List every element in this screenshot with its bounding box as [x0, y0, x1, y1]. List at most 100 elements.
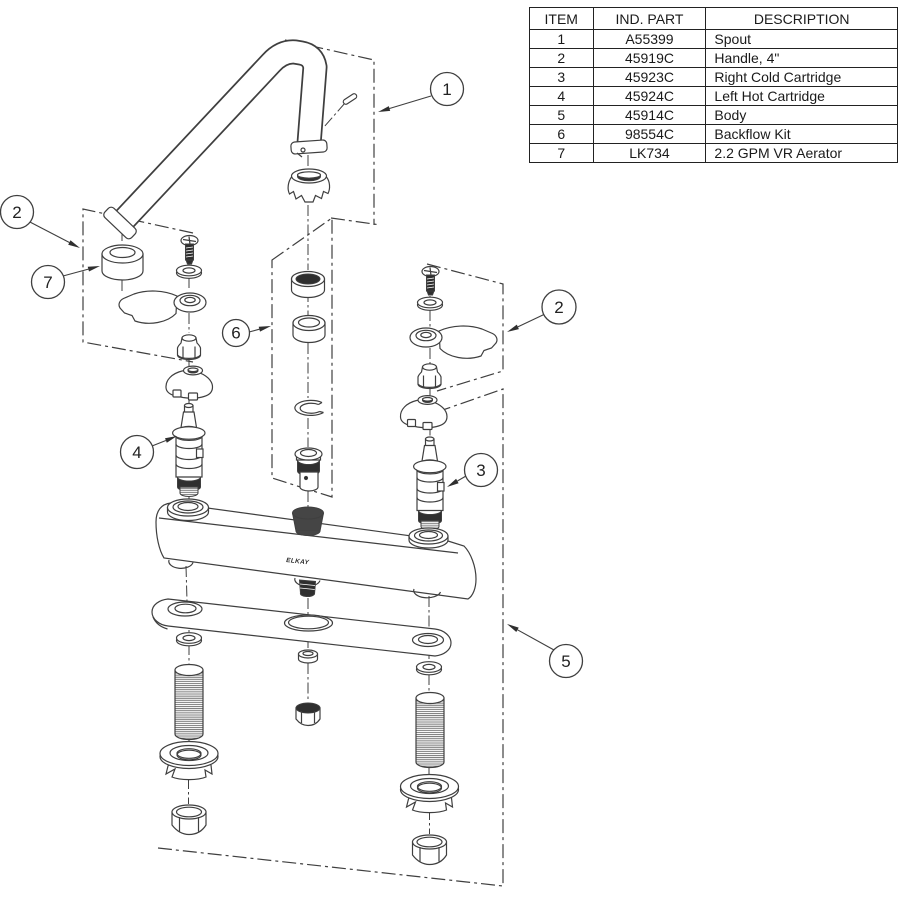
svg-text:6: 6 — [231, 324, 240, 343]
callout-1-spout: 1 — [378, 71, 465, 112]
svg-text:5: 5 — [561, 652, 570, 671]
right-bonnet-nut — [417, 363, 442, 390]
svg-text:2: 2 — [554, 298, 563, 317]
centerline-spout-pin — [323, 102, 346, 128]
svg-text:2: 2 — [12, 203, 21, 222]
callout-2-right-handle: 2 — [507, 289, 577, 332]
cell-item: 3 — [529, 67, 594, 87]
callout-4-left-hot-cartridge: 4 — [119, 434, 177, 470]
elkay-brand-label: ELKAY — [286, 557, 310, 566]
body-bottom-boss-right — [413, 588, 442, 599]
left-handle-washer — [175, 264, 203, 279]
body-center-bottom-shank — [294, 577, 321, 598]
boundary-box-right-handle — [426, 263, 504, 392]
callout-7-aerator: 7 — [30, 264, 100, 300]
parts-list-table: ITEM IND. PART DESCRIPTION 1 A55399 Spou… — [529, 7, 898, 163]
cell-part: 98554C — [592, 124, 707, 144]
spout-outlet-collar — [290, 139, 328, 155]
header-description: DESCRIPTION — [705, 7, 898, 30]
svg-text:7: 7 — [43, 273, 52, 292]
backflow-washer-ring — [292, 314, 326, 344]
svg-text:3: 3 — [476, 461, 485, 480]
callouts: 1 2 7 6 2 3 — [0, 71, 584, 679]
cell-description: Body — [705, 105, 898, 125]
table-header-row: ITEM IND. PART DESCRIPTION — [529, 7, 898, 30]
boundary-box-spout-bottom — [330, 217, 378, 226]
boundary-box-left-handle — [82, 208, 194, 363]
callout-3-right-cold-cartridge: 3 — [447, 452, 499, 488]
right-flange-locknut — [399, 773, 460, 814]
cell-item: 6 — [529, 124, 594, 144]
backflow-kit — [290, 270, 326, 492]
backflow-check-valve — [294, 447, 323, 492]
left-supply-shank — [174, 663, 204, 741]
table-row: 1 A55399 Spout — [529, 29, 898, 49]
spout — [103, 39, 358, 240]
backflow-snap-ring — [294, 399, 324, 416]
svg-text:4: 4 — [132, 443, 141, 462]
table-row: 4 45924C Left Hot Cartridge — [529, 86, 898, 106]
header-ind-part: IND. PART — [592, 7, 707, 30]
right-supply-shank — [415, 691, 445, 769]
callout-6-backflow-kit: 6 — [221, 318, 271, 348]
right-dome-escutcheon — [399, 395, 448, 431]
aerator — [101, 244, 144, 281]
right-shank-washer — [415, 661, 443, 676]
left-dome-escutcheon — [165, 365, 214, 401]
spout-pin — [342, 93, 358, 105]
left-shank-washer — [175, 632, 203, 647]
table-row: 2 45919C Handle, 4" — [529, 48, 898, 68]
assembly-centerlines — [121, 102, 431, 834]
left-handle-screw — [180, 234, 199, 265]
left-lever-handle — [118, 290, 207, 324]
left-hot-cartridge — [172, 402, 206, 498]
left-mounting-nut — [171, 804, 207, 836]
table-row: 6 98554C Backflow Kit — [529, 124, 898, 144]
body-left-hub — [166, 498, 210, 522]
cell-description: Right Cold Cartridge — [705, 67, 898, 87]
cell-description: Backflow Kit — [705, 124, 898, 144]
cell-part: LK734 — [592, 143, 707, 163]
callout-2-left-handle: 2 — [0, 194, 80, 248]
right-handle-washer — [416, 296, 444, 311]
cell-part: 45919C — [592, 48, 707, 68]
cell-item: 1 — [529, 29, 594, 49]
body-bottom-boss-left — [168, 559, 194, 569]
cell-part: A55399 — [592, 29, 707, 49]
right-lever-handle — [409, 325, 498, 359]
deck-plate-hole-left — [167, 601, 203, 617]
boundary-box-body — [157, 388, 504, 887]
cell-part: 45924C — [592, 86, 707, 106]
spout-nut — [287, 168, 331, 203]
cell-description: Spout — [705, 29, 898, 49]
cell-item: 7 — [529, 143, 594, 163]
cell-part: 45914C — [592, 105, 707, 125]
deck-plate — [151, 598, 452, 657]
table-row: 7 LK734 2.2 GPM VR Aerator — [529, 143, 898, 163]
center-hex-nut — [295, 702, 321, 727]
left-flange-locknut — [159, 740, 219, 781]
center-spacer-ring — [297, 649, 319, 664]
cell-description: Left Hot Cartridge — [705, 86, 898, 106]
cell-description: Handle, 4" — [705, 48, 898, 68]
spout-inlet-collar — [103, 206, 137, 240]
deck-plate-hole-right — [411, 632, 445, 648]
faucet-body: ELKAY — [155, 498, 477, 600]
deck-plate-hole-center — [283, 614, 334, 632]
right-cold-cartridge — [413, 436, 447, 531]
boundary-box-backflow-kit — [271, 216, 333, 498]
cell-part: 45923C — [592, 67, 707, 87]
left-bonnet-nut — [176, 334, 202, 361]
body-center-boss — [291, 506, 325, 536]
cell-item: 2 — [529, 48, 594, 68]
table-row: 5 45914C Body — [529, 105, 898, 125]
right-mounting-nut — [411, 834, 448, 866]
cell-item: 5 — [529, 105, 594, 125]
header-item: ITEM — [529, 7, 594, 30]
svg-text:1: 1 — [442, 80, 451, 99]
cell-item: 4 — [529, 86, 594, 106]
right-handle-screw — [421, 265, 440, 296]
callout-5-body: 5 — [507, 624, 584, 679]
